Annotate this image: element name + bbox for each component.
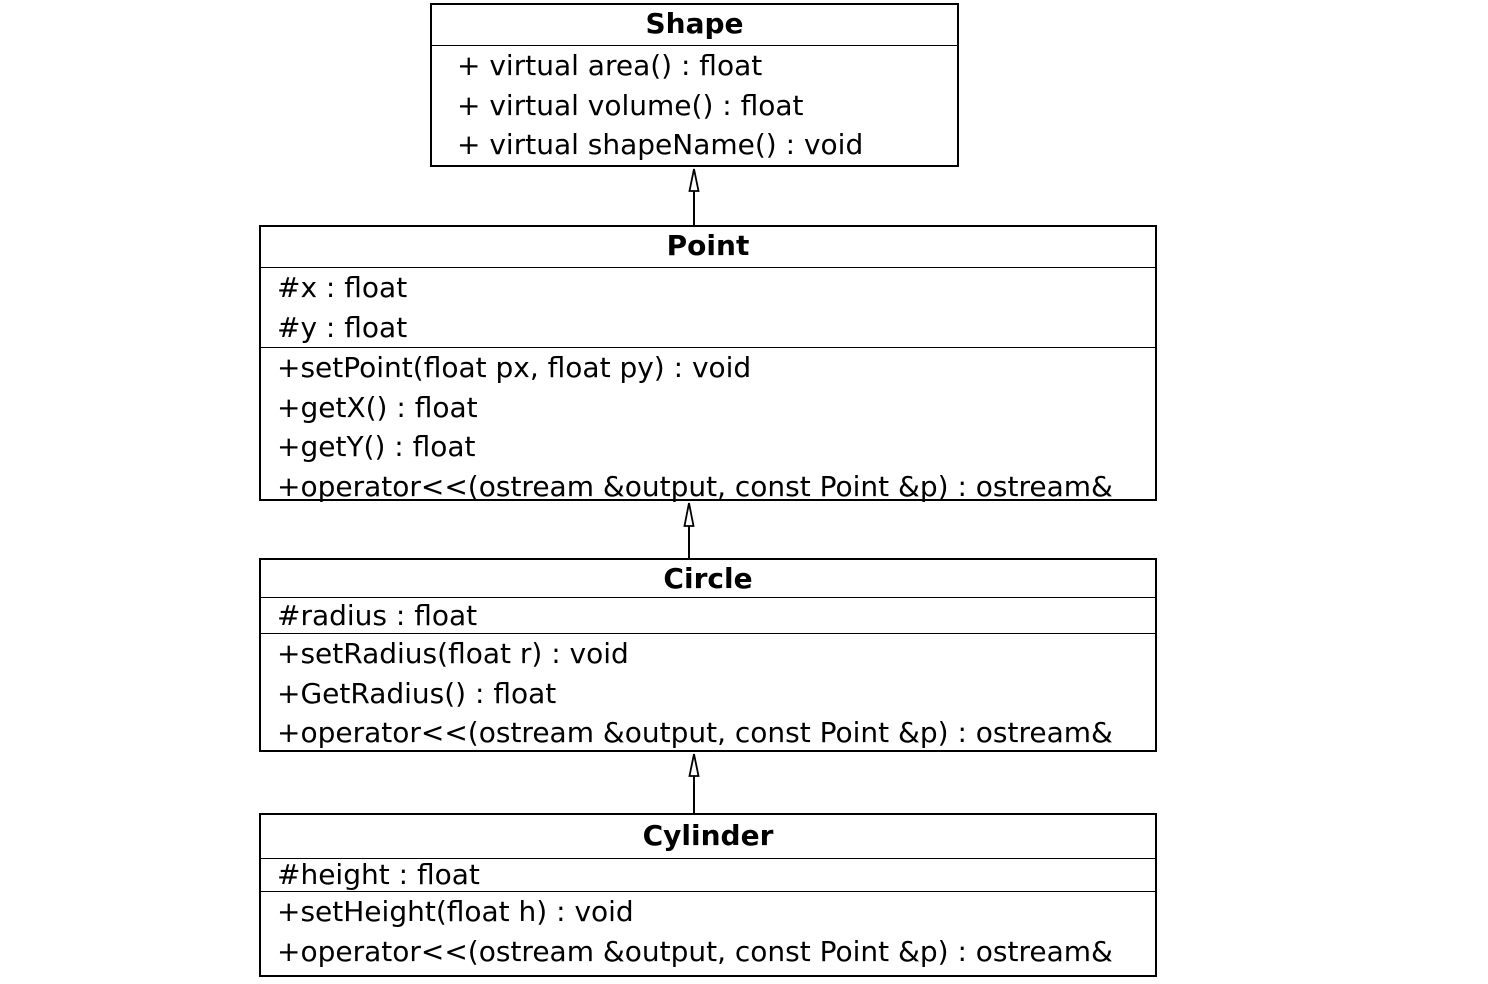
class-shape[interactable]: Shape + virtual area() : float + virtual… — [430, 3, 959, 167]
method-shapename: + virtual shapeName() : void — [457, 128, 864, 161]
method-operator-output-point: +operator<<(ostream &output, const Point… — [277, 469, 1113, 503]
methods-compartment-shape: + virtual area() : float + virtual volum… — [432, 45, 957, 165]
generalization-arrow-cylinder-to-circle — [688, 753, 700, 813]
methods-compartment-circle: +setRadius(float r) : void +GetRadius() … — [261, 633, 1155, 753]
attributes-compartment-circle: #radius : float — [261, 597, 1155, 633]
attribute-x: #x : float — [277, 271, 408, 304]
attribute-radius: #radius : float — [277, 599, 478, 632]
method-setheight: +setHeight(float h) : void — [277, 895, 634, 928]
method-getx: +getX() : float — [277, 390, 478, 424]
class-point[interactable]: Point #x : float #y : float +setPoint(fl… — [259, 225, 1157, 503]
class-name-point: Point — [666, 229, 750, 262]
methods-compartment-point: +setPoint(float px, float py) : void +ge… — [261, 347, 1155, 506]
method-area: + virtual area() : float — [457, 49, 763, 82]
class-cylinder[interactable]: Cylinder #height : float +setHeight(floa… — [259, 813, 1157, 977]
class-circle[interactable]: Circle #radius : float +setRadius(float … — [259, 558, 1157, 752]
attributes-compartment-point: #x : float #y : float — [261, 267, 1155, 347]
generalization-arrow-circle-to-point — [683, 502, 695, 558]
method-volume: + virtual volume() : float — [457, 88, 804, 122]
generalization-arrow-point-to-shape — [688, 168, 700, 225]
method-getradius: +GetRadius() : float — [277, 676, 557, 710]
method-operator-output-cylinder: +operator<<(ostream &output, const Point… — [277, 934, 1113, 968]
attributes-compartment-cylinder: #height : float — [261, 858, 1155, 891]
method-setpoint: +setPoint(float px, float py) : void — [277, 351, 752, 384]
class-name-shape: Shape — [645, 7, 744, 40]
class-name-cylinder: Cylinder — [642, 819, 774, 852]
class-name-circle: Circle — [663, 562, 753, 595]
method-gety: +getY() : float — [277, 430, 476, 463]
method-setradius: +setRadius(float r) : void — [277, 637, 629, 670]
attribute-y: #y : float — [277, 310, 408, 344]
attribute-height: #height : float — [277, 858, 480, 891]
methods-compartment-cylinder: +setHeight(float h) : void +operator<<(o… — [261, 891, 1155, 971]
method-operator-output-circle: +operator<<(ostream &output, const Point… — [277, 716, 1113, 749]
